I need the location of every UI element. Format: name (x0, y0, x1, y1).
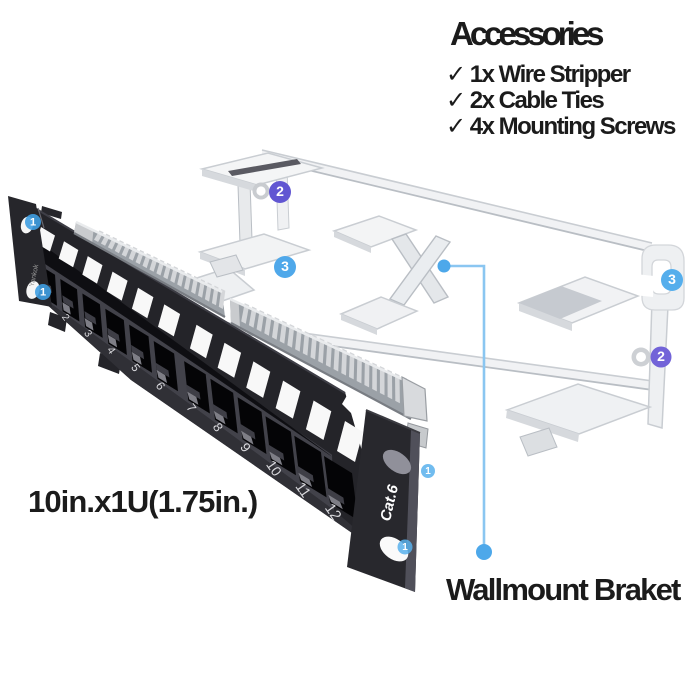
svg-text:1: 1 (40, 286, 46, 298)
svg-text:1: 1 (425, 466, 431, 477)
svg-text:3: 3 (81, 328, 94, 340)
svg-text:3: 3 (668, 271, 676, 287)
svg-text:1: 1 (402, 542, 408, 553)
svg-text:3: 3 (281, 258, 289, 274)
svg-text:✓ 4x Mounting Screws: ✓ 4x Mounting Screws (446, 113, 676, 140)
svg-text:1: 1 (30, 216, 36, 228)
svg-text:Wallmount Braket: Wallmount Braket (446, 572, 681, 607)
svg-text:✓ 1x Wire Stripper: ✓ 1x Wire Stripper (446, 61, 631, 88)
svg-text:2: 2 (657, 348, 665, 364)
svg-text:4: 4 (104, 345, 117, 357)
svg-text:12: 12 (321, 500, 344, 523)
svg-text:10in.x1U(1.75in.): 10in.x1U(1.75in.) (28, 484, 257, 519)
svg-text:11: 11 (292, 479, 314, 501)
svg-text:2: 2 (59, 312, 71, 323)
svg-text:2: 2 (276, 183, 284, 199)
svg-text:Accessories: Accessories (450, 15, 603, 52)
svg-text:✓ 2x Cable Ties: ✓ 2x Cable Ties (446, 87, 604, 114)
svg-text:Yankok: Yankok (29, 263, 41, 287)
